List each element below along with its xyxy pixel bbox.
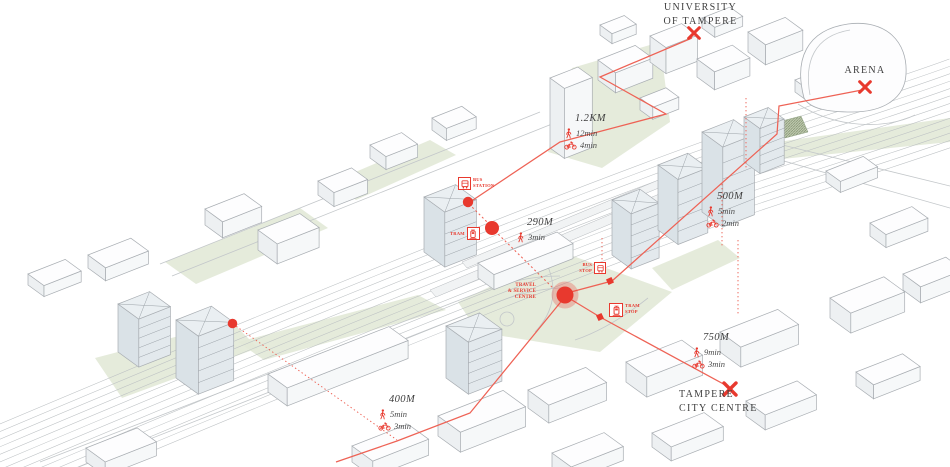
bike-time: 4min xyxy=(580,139,597,150)
distance-value: 750M xyxy=(703,332,730,343)
tram-stop-poi: TRAM STOP xyxy=(609,303,640,317)
arena-x-marker xyxy=(857,79,873,95)
bus-tram-link-line xyxy=(468,203,554,289)
buildings xyxy=(27,6,950,467)
walking-icon xyxy=(706,206,715,217)
cycling-icon xyxy=(706,219,719,228)
bus-stop-poi: BUS STOP xyxy=(570,262,606,274)
distance-value: 1.2KM xyxy=(575,113,606,124)
bus-stop-icon xyxy=(594,262,606,274)
bike-time: 3min xyxy=(708,358,725,369)
red-route-overlay xyxy=(227,37,863,463)
destination-label-city-centre: TAMPERE CITY CENTRE xyxy=(679,389,758,414)
route-university-line xyxy=(469,37,693,203)
route-west-dotted-line xyxy=(232,323,398,441)
bus-station-icon xyxy=(458,177,471,190)
distance-block-400m: 400M 5min 3min xyxy=(378,394,416,431)
bike-time: 2min xyxy=(722,217,739,228)
tram-dot xyxy=(485,221,499,235)
bus-station-poi: BUS STATION xyxy=(458,177,494,190)
tower-outline-dotted xyxy=(737,98,747,316)
distance-value: 500M xyxy=(717,191,744,202)
walk-time: 5min xyxy=(390,408,407,419)
route-west-line xyxy=(335,297,565,463)
walk-time: 5min xyxy=(718,205,735,216)
destination-label-university: UNIVERSITY OF TAMPERE xyxy=(663,2,738,27)
route-arena-line xyxy=(566,89,863,294)
walk-time: 3min xyxy=(528,231,545,242)
cycling-icon xyxy=(378,422,391,431)
bike-time: 3min xyxy=(394,420,411,431)
bus-stop-marker xyxy=(606,277,614,285)
walking-icon xyxy=(692,347,701,358)
distance-value: 400M xyxy=(389,394,416,405)
travel-service-centre-label: TRAVEL & SERVICE CENTRE xyxy=(507,283,536,301)
tram-stop-icon xyxy=(609,303,623,317)
walk-time: 9min xyxy=(704,346,721,357)
tram-stop-marker xyxy=(596,313,604,321)
cycling-icon xyxy=(692,360,705,369)
destination-label-arena: ARENA xyxy=(844,65,886,76)
walking-icon xyxy=(378,409,387,420)
walking-icon xyxy=(564,128,573,139)
distance-block-university: 1.2KM 12min 4min xyxy=(564,113,606,150)
travel-centre-dot xyxy=(556,286,574,304)
west-entrance-dot xyxy=(227,318,238,329)
university-x-marker xyxy=(686,25,702,41)
distance-value: 290M xyxy=(527,217,554,228)
tram-poi: TRAM xyxy=(450,227,480,240)
walking-icon xyxy=(516,232,525,243)
bus-station-dot xyxy=(462,196,474,208)
distance-block-500m: 500M 5min 2min xyxy=(706,191,744,228)
arena-building xyxy=(797,22,916,125)
distance-block-290m: 290M 3min xyxy=(516,217,554,243)
distance-block-750m: 750M 9min 3min xyxy=(692,332,730,369)
walk-time: 12min xyxy=(576,127,598,138)
cycling-icon xyxy=(564,141,577,150)
tram-icon xyxy=(466,227,480,240)
